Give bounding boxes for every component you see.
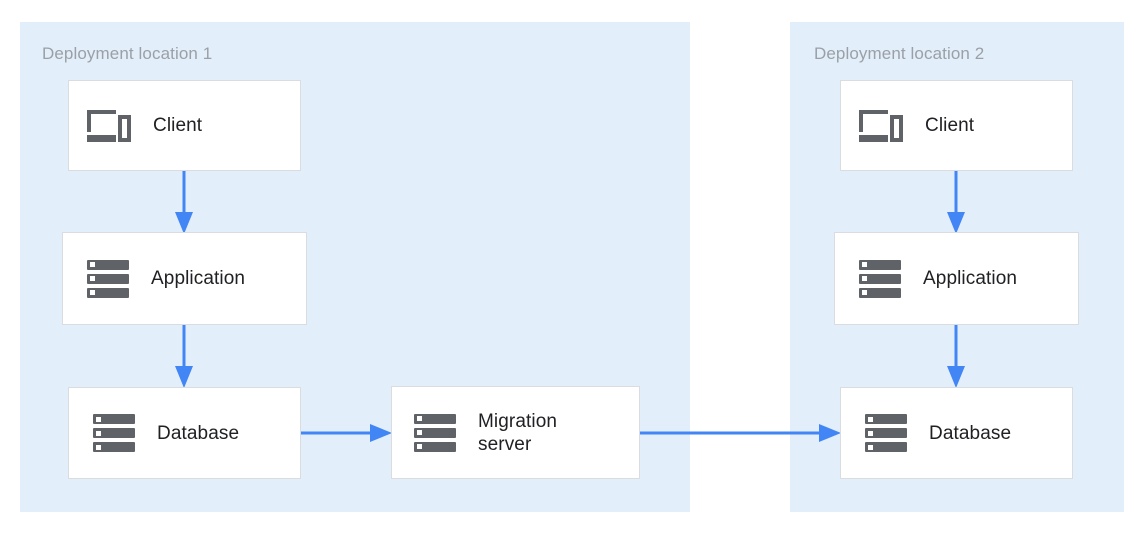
- node-client-1[interactable]: Client: [68, 80, 301, 171]
- node-client-1-label: Client: [153, 115, 203, 136]
- server-icon: [93, 414, 135, 452]
- node-database-2-label: Database: [929, 422, 1012, 444]
- edge-client2-to-app2: [947, 168, 970, 236]
- node-application-2-label: Application: [923, 268, 1018, 289]
- edge-migration-to-db2: [639, 423, 844, 443]
- node-application-1[interactable]: Application: [62, 232, 307, 325]
- server-icon: [87, 259, 129, 298]
- node-application-2[interactable]: Application: [834, 232, 1079, 325]
- node-migration-server-label: Migration server: [478, 410, 558, 455]
- node-database-2[interactable]: Database: [840, 387, 1073, 479]
- devices-icon: [859, 108, 903, 144]
- node-migration-server[interactable]: Migration server: [391, 386, 640, 479]
- zone-2-title: Deployment location 2: [814, 44, 985, 63]
- server-icon: [414, 413, 456, 452]
- server-icon: [865, 414, 907, 452]
- node-database-1[interactable]: Database: [68, 387, 301, 479]
- edge-client1-to-app1: [175, 168, 198, 236]
- edge-app1-to-db1: [175, 323, 198, 391]
- server-icon: [859, 259, 901, 298]
- node-database-1-label: Database: [157, 422, 240, 444]
- node-client-2[interactable]: Client: [840, 80, 1073, 171]
- node-application-1-label: Application: [151, 268, 246, 289]
- zone-1-title: Deployment location 1: [42, 44, 213, 63]
- edge-app2-to-db2: [947, 323, 970, 391]
- edge-db1-to-migration: [300, 423, 395, 443]
- node-client-2-label: Client: [925, 115, 975, 136]
- devices-icon: [87, 108, 131, 144]
